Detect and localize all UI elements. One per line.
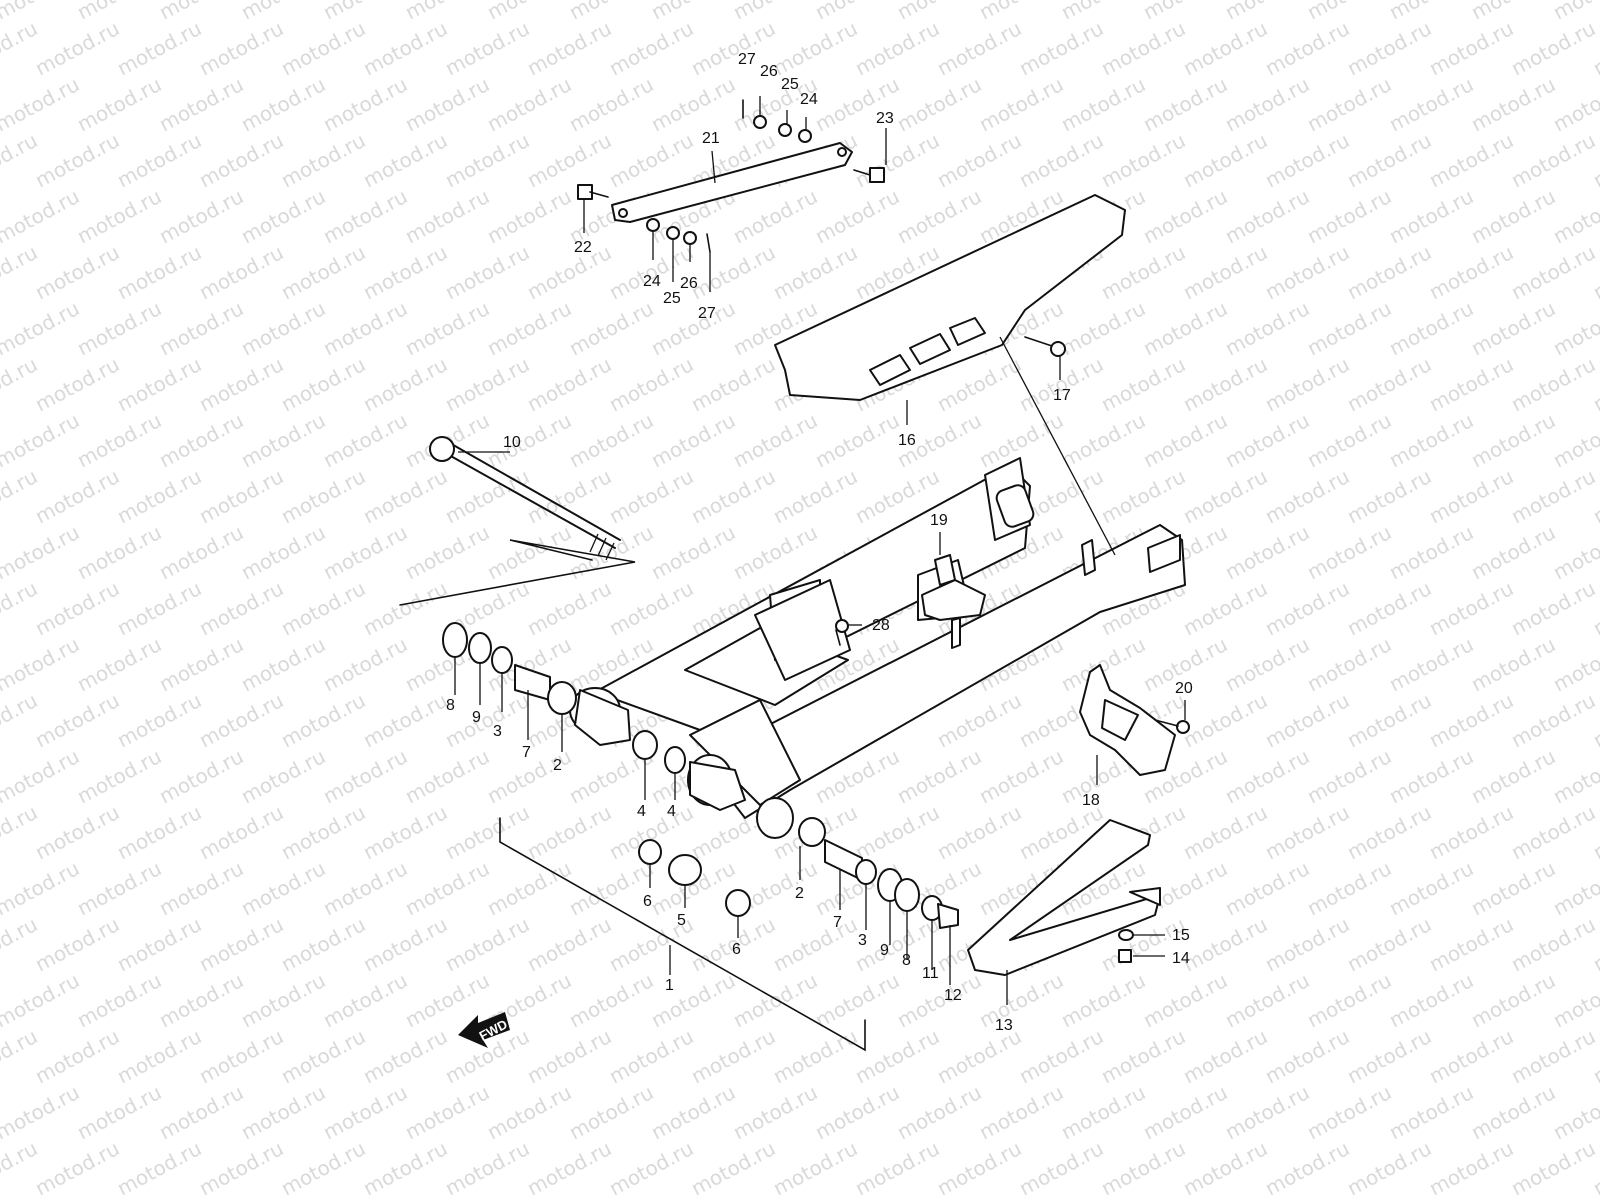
callout-17: 17 (1053, 387, 1071, 404)
callout-26: 26 (760, 63, 778, 80)
callout-12: 12 (944, 987, 962, 1004)
callout-23: 23 (876, 110, 894, 127)
callout-21: 21 (702, 130, 720, 147)
callout-25: 25 (781, 76, 799, 93)
callout-16: 16 (898, 432, 916, 449)
callout-27: 27 (698, 305, 716, 322)
callout-10: 10 (503, 434, 521, 451)
chain-case (774, 194, 1126, 556)
callout-4: 4 (637, 803, 646, 820)
right-pivot-parts (638, 817, 959, 929)
callout-11: 11 (922, 965, 939, 982)
callout-labels: 1 2 2 3 3 4 4 5 6 6 7 7 8 8 9 9 10 11 12… (446, 51, 1193, 1034)
callout-27: 27 (738, 51, 756, 68)
chain-buffer (967, 819, 1161, 976)
hardware (577, 99, 1190, 963)
callout-13: 13 (995, 1017, 1013, 1034)
callout-18: 18 (1082, 792, 1100, 809)
callout-24: 24 (800, 91, 818, 108)
callout-26: 26 (680, 275, 698, 292)
forward-arrow-icon: FWD (458, 1012, 510, 1048)
callout-6: 6 (732, 941, 741, 958)
callout-14: 14 (1172, 950, 1190, 967)
callout-7: 7 (833, 914, 842, 931)
callout-22: 22 (574, 239, 592, 256)
callout-9: 9 (880, 942, 889, 959)
callout-15: 15 (1172, 927, 1190, 944)
bracket (921, 554, 986, 621)
callout-20: 20 (1175, 680, 1193, 697)
callout-6: 6 (643, 893, 652, 910)
swingarm (569, 457, 1186, 839)
fwd-label: FWD (477, 1016, 510, 1043)
callout-4: 4 (667, 803, 676, 820)
chain-guide (1079, 664, 1176, 776)
callout-8: 8 (902, 952, 911, 969)
callout-9: 9 (472, 709, 481, 726)
callout-2: 2 (795, 885, 804, 902)
callout-7: 7 (522, 744, 531, 761)
swingarm-assembly-bracket (399, 539, 866, 1052)
pivot-bolt (429, 436, 621, 561)
callout-5: 5 (677, 912, 686, 929)
callout-3: 3 (858, 932, 867, 949)
callout-8: 8 (446, 697, 455, 714)
callout-2: 2 (553, 757, 562, 774)
callout-25: 25 (663, 290, 681, 307)
leader-lines (454, 96, 1186, 1005)
torque-rod (611, 142, 853, 223)
callout-19: 19 (930, 512, 948, 529)
callout-24: 24 (643, 273, 661, 290)
callout-1: 1 (665, 977, 674, 994)
callout-28: 28 (872, 617, 890, 634)
callout-3: 3 (493, 723, 502, 740)
